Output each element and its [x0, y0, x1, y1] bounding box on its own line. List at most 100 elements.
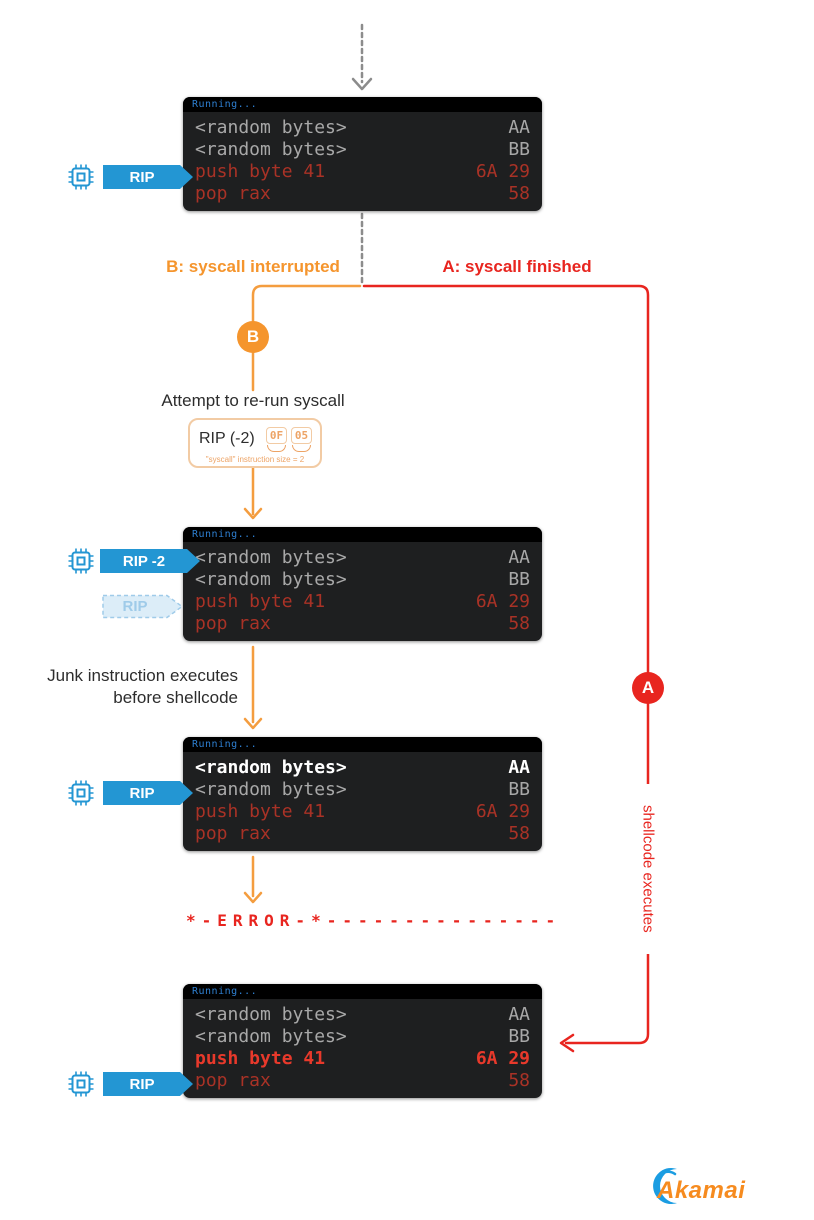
node-b-badge: B [237, 321, 269, 353]
code-row: <random bytes> AA [195, 547, 530, 569]
terminal4-arrowhead-icon [559, 1033, 575, 1053]
node-a-letter: A [641, 678, 655, 697]
rip-pointer-text: RIP [129, 1075, 155, 1093]
instruction-bytes: BB [508, 139, 530, 160]
code-row: pop rax 58 [195, 823, 530, 845]
instruction-text: <random bytes> [195, 757, 347, 778]
instruction-bytes: 58 [508, 823, 530, 844]
akamai-logo: Akamai [644, 1164, 794, 1216]
instruction-bytes: AA [508, 117, 530, 138]
instruction-text: pop rax [195, 823, 271, 844]
branch-b-line [251, 284, 362, 323]
instruction-text: pop rax [195, 613, 271, 634]
attempt-rerun-label: Attempt to re-run syscall [161, 391, 345, 410]
junk-instruction-label: Junk instruction executes before shellco… [0, 665, 238, 709]
rip-pointer-text: RIP -2 [122, 552, 166, 570]
instruction-text: push byte 41 [195, 801, 326, 822]
opcode-brace-icon [292, 445, 311, 452]
junk-instruction-line2: before shellcode [113, 688, 238, 707]
shellcode-executes-label: shellcode executes [636, 784, 660, 954]
error-arrowhead-icon [243, 891, 263, 904]
a-to-terminal4-line [564, 702, 650, 1045]
instruction-bytes: AA [508, 757, 530, 778]
code-row: push byte 41 6A 29 [195, 801, 530, 823]
instruction-bytes: 6A 29 [475, 591, 530, 612]
terminal-titlebar: Running... [183, 984, 542, 999]
branch-a-line [362, 284, 650, 674]
terminal-window-3: Running... <random bytes> AA <random byte… [183, 737, 542, 851]
code-row: <random bytes> AA [195, 117, 530, 139]
code-row: push byte 41 6A 29 [195, 591, 530, 613]
rip-pointer-4: RIP [103, 1072, 193, 1096]
terminal-title: Running... [192, 99, 258, 110]
rip-pointer-text: RIP [129, 784, 155, 802]
terminal-body: <random bytes> AA <random bytes>BB push b… [183, 752, 542, 845]
instruction-bytes: BB [508, 569, 530, 590]
rip-pointer-ghost: RIP [102, 594, 184, 619]
terminal-window-2: Running... <random bytes> AA <random byte… [183, 527, 542, 641]
opcode-byte-05: 05 [291, 427, 312, 444]
instruction-text: <random bytes> [195, 1004, 347, 1025]
instruction-bytes: AA [508, 1004, 530, 1025]
rip-minus2-pointer: RIP -2 [100, 549, 200, 573]
instruction-text: <random bytes> [195, 1026, 347, 1047]
instruction-bytes: AA [508, 547, 530, 568]
node-a-badge: A [632, 672, 664, 704]
instruction-text: <random bytes> [195, 117, 347, 138]
rip-pointer-text: RIP [122, 598, 148, 615]
terminal-title: Running... [192, 529, 258, 540]
code-row: pop rax 58 [195, 613, 530, 635]
code-row: <random bytes> AA [195, 1004, 530, 1026]
akamai-logo-text: Akamai [657, 1177, 746, 1204]
code-row: <random bytes>BB [195, 779, 530, 801]
instruction-bytes: 6A 29 [475, 1048, 530, 1069]
opcode-byte-0f: 0F [266, 427, 287, 444]
instruction-text: push byte 41 [195, 161, 326, 182]
code-row: pop rax 58 [195, 183, 530, 205]
code-row: <random bytes> BB [195, 1026, 530, 1048]
terminal-body: <random bytes> AA <random bytes>BB push b… [183, 542, 542, 635]
rip-pointer-1: RIP [103, 165, 193, 189]
instruction-text: <random bytes> [195, 139, 347, 160]
rerun-rip-box: RIP (-2) 0F 05 "syscall" instruction siz… [188, 418, 322, 468]
terminal-window-1: Running... <random bytes> AA <random byte… [183, 97, 542, 211]
instruction-bytes: 6A 29 [475, 161, 530, 182]
ghost-pointer-outline-icon [102, 594, 184, 619]
akamai-swoosh-icon [653, 1168, 677, 1204]
instruction-bytes: 6A 29 [475, 801, 530, 822]
branch-b-label: B: syscall interrupted [166, 257, 340, 276]
cpu-chip-icon [68, 548, 94, 574]
cpu-chip-icon [68, 1071, 94, 1097]
branch-a-label: A: syscall finished [442, 257, 592, 276]
code-row: push byte 41 6A 29 [195, 161, 530, 183]
instruction-bytes: 58 [508, 183, 530, 204]
terminal-title: Running... [192, 986, 258, 997]
instruction-bytes: 58 [508, 1070, 530, 1091]
cpu-chip-icon [68, 164, 94, 190]
terminal-body: <random bytes> AA <random bytes> BB push b… [183, 999, 542, 1092]
rerun-arrowhead-icon [243, 507, 263, 520]
error-label: *-ERROR-*--------------- [186, 911, 562, 930]
cpu-chip-icon [68, 780, 94, 806]
rerun-caption: "syscall" instruction size = 2 [205, 455, 305, 464]
terminal-body: <random bytes> AA <random bytes> BB push b… [183, 112, 542, 205]
instruction-text: <random bytes> [195, 547, 347, 568]
terminal-titlebar: Running... [183, 527, 542, 542]
terminal-titlebar: Running... [183, 737, 542, 752]
rip-pointer-text: RIP [129, 168, 155, 186]
terminal3-arrowhead-icon [243, 717, 263, 730]
instruction-text: pop rax [195, 1070, 271, 1091]
instruction-bytes: 58 [508, 613, 530, 634]
terminal-window-4: Running... <random bytes> AA <random byte… [183, 984, 542, 1098]
instruction-text: push byte 41 [195, 591, 326, 612]
node-b-letter: B [246, 327, 260, 346]
code-row-active: push byte 41 6A 29 [195, 1048, 530, 1070]
instruction-bytes: BB [508, 1026, 530, 1047]
code-row: pop rax 58 [195, 1070, 530, 1092]
terminal-title: Running... [192, 739, 258, 750]
instruction-text: push byte 41 [195, 1048, 326, 1069]
code-row: <random bytes>BB [195, 569, 530, 591]
instruction-text: pop rax [195, 183, 271, 204]
terminal-titlebar: Running... [183, 97, 542, 112]
